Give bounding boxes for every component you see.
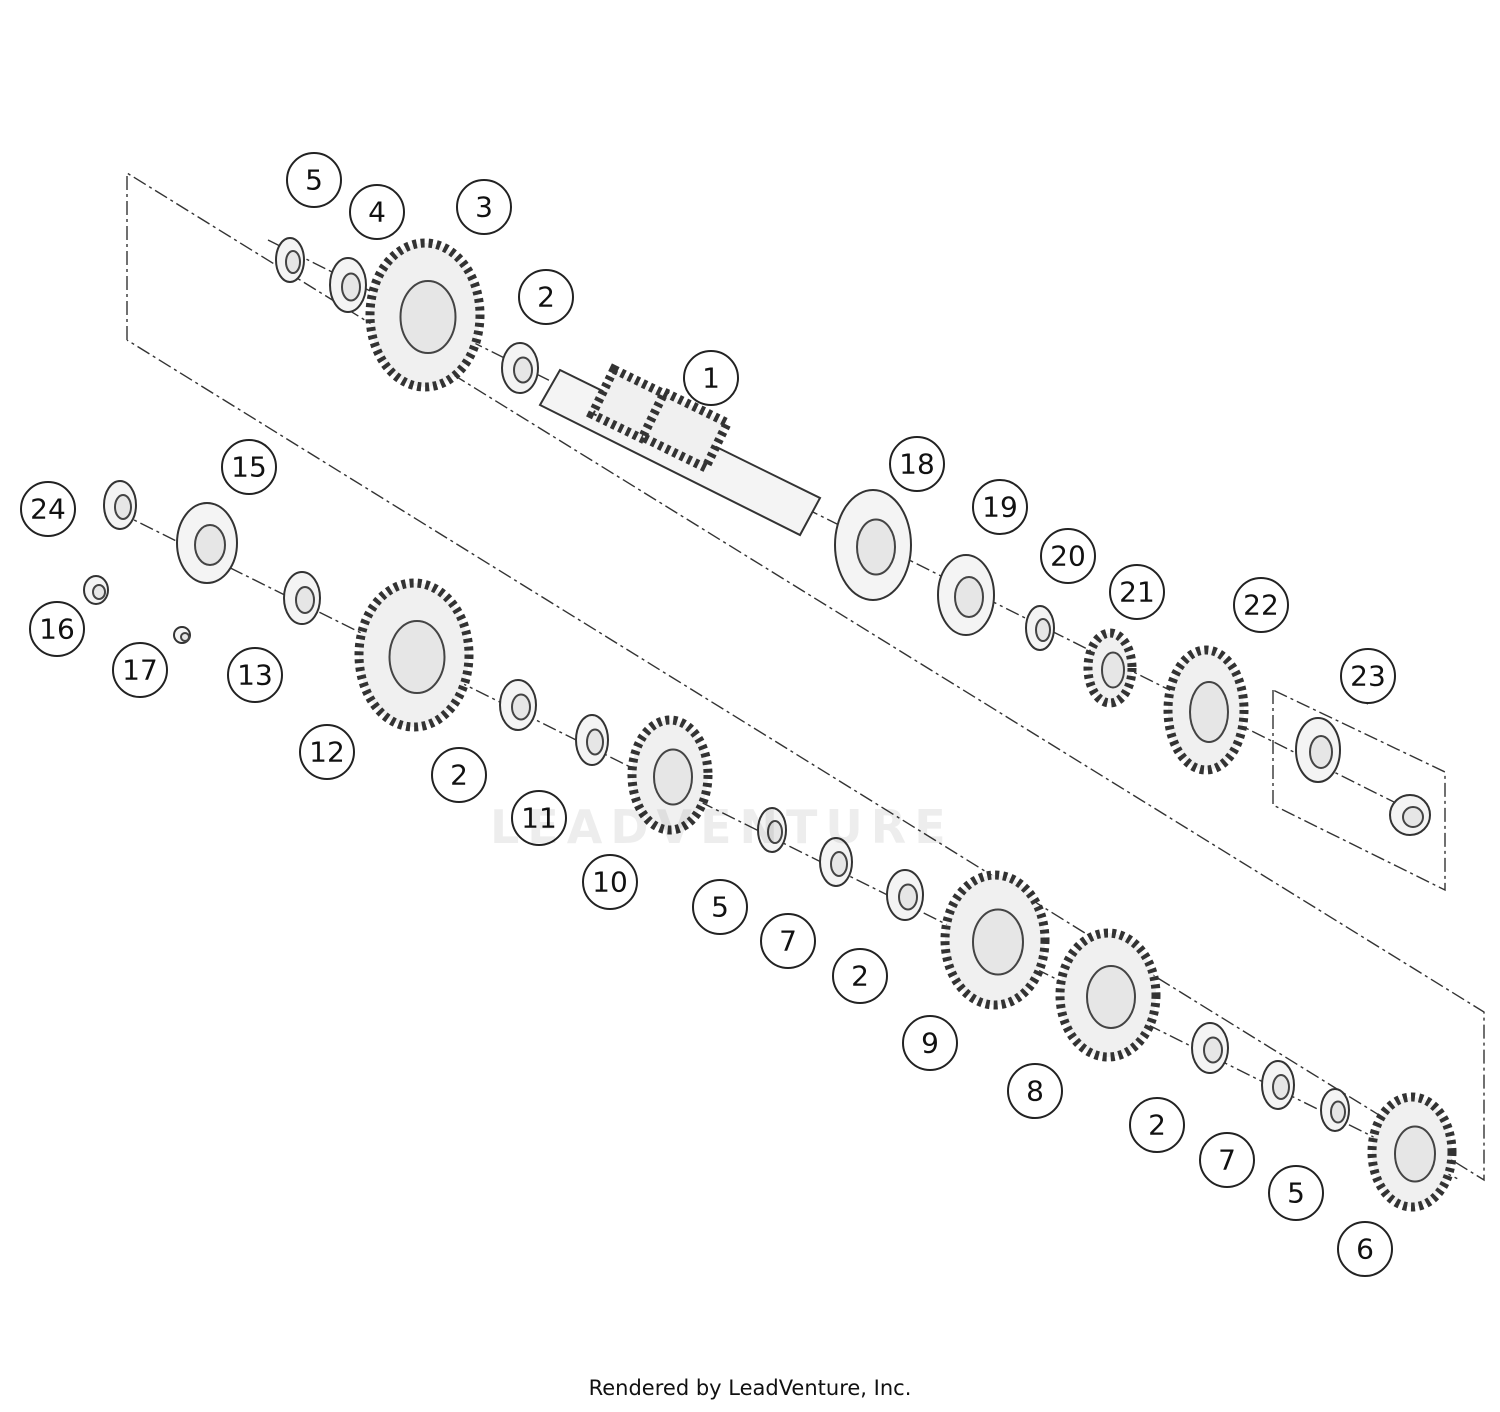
bearing-part bbox=[1295, 717, 1341, 783]
main-shaft bbox=[538, 363, 822, 537]
ring-part bbox=[283, 571, 321, 625]
callout-12[interactable]: 12 bbox=[299, 724, 355, 780]
callout-2[interactable]: 2 bbox=[1129, 1097, 1185, 1153]
callout-label: 23 bbox=[1350, 660, 1386, 693]
ring-part bbox=[499, 679, 537, 731]
callout-label: 2 bbox=[851, 960, 869, 993]
callout-label: 20 bbox=[1050, 540, 1086, 573]
callout-label: 9 bbox=[921, 1027, 939, 1060]
callout-label: 1 bbox=[702, 362, 720, 395]
ring-part bbox=[1320, 1088, 1350, 1132]
callout-label: 21 bbox=[1119, 576, 1155, 609]
callout-6[interactable]: 6 bbox=[1337, 1221, 1393, 1277]
ring-part bbox=[575, 714, 609, 766]
callout-label: 7 bbox=[779, 925, 797, 958]
callout-15[interactable]: 15 bbox=[221, 439, 277, 495]
callout-label: 6 bbox=[1356, 1233, 1374, 1266]
callout-label: 5 bbox=[1287, 1177, 1305, 1210]
seal-part bbox=[937, 554, 995, 636]
callout-2[interactable]: 2 bbox=[832, 948, 888, 1004]
callout-label: 10 bbox=[592, 866, 628, 899]
gear-part bbox=[1055, 928, 1161, 1062]
gear-part bbox=[1163, 645, 1249, 775]
callout-18[interactable]: 18 bbox=[889, 436, 945, 492]
callout-22[interactable]: 22 bbox=[1233, 577, 1289, 633]
bearing-part bbox=[173, 626, 191, 644]
callout-19[interactable]: 19 bbox=[972, 479, 1028, 535]
gear-part bbox=[354, 578, 474, 732]
callout-5[interactable]: 5 bbox=[286, 152, 342, 208]
callout-10[interactable]: 10 bbox=[582, 854, 638, 910]
callout-label: 15 bbox=[231, 451, 267, 484]
callout-21[interactable]: 21 bbox=[1109, 564, 1165, 620]
callout-5[interactable]: 5 bbox=[1268, 1165, 1324, 1221]
bearing-part bbox=[1389, 794, 1431, 836]
callout-20[interactable]: 20 bbox=[1040, 528, 1096, 584]
callout-label: 4 bbox=[368, 196, 386, 229]
callout-label: 13 bbox=[237, 659, 273, 692]
callout-label: 8 bbox=[1026, 1075, 1044, 1108]
callout-label: 19 bbox=[982, 491, 1018, 524]
gear-part bbox=[365, 238, 485, 392]
bearing-part bbox=[834, 489, 912, 601]
callout-2[interactable]: 2 bbox=[518, 269, 574, 325]
callout-label: 7 bbox=[1218, 1144, 1236, 1177]
callout-label: 2 bbox=[450, 759, 468, 792]
ring-part bbox=[757, 807, 787, 853]
callout-label: 24 bbox=[30, 493, 66, 526]
callout-13[interactable]: 13 bbox=[227, 647, 283, 703]
callout-8[interactable]: 8 bbox=[1007, 1063, 1063, 1119]
assembly-outline bbox=[126, 171, 1485, 1182]
callout-23[interactable]: 23 bbox=[1340, 648, 1396, 704]
ring-part bbox=[103, 480, 137, 530]
callout-11[interactable]: 11 bbox=[511, 790, 567, 846]
callout-label: 11 bbox=[521, 802, 557, 835]
ring-part bbox=[1191, 1022, 1229, 1074]
callout-label: 12 bbox=[309, 736, 345, 769]
gear-part bbox=[1367, 1092, 1457, 1212]
callout-label: 18 bbox=[899, 448, 935, 481]
callout-label: 2 bbox=[1148, 1109, 1166, 1142]
callout-5[interactable]: 5 bbox=[692, 879, 748, 935]
ring-part bbox=[886, 869, 924, 921]
bearing-part bbox=[83, 575, 109, 605]
callout-label: 22 bbox=[1243, 589, 1279, 622]
callout-3[interactable]: 3 bbox=[456, 179, 512, 235]
callout-1[interactable]: 1 bbox=[683, 350, 739, 406]
callout-9[interactable]: 9 bbox=[902, 1015, 958, 1071]
ring-part bbox=[1025, 605, 1055, 651]
callout-label: 5 bbox=[711, 891, 729, 924]
callout-label: 3 bbox=[475, 191, 493, 224]
footer-credit: Rendered by LeadVenture, Inc. bbox=[588, 1376, 912, 1400]
callout-label: 17 bbox=[122, 654, 158, 687]
bearing-part bbox=[176, 502, 238, 584]
callout-7[interactable]: 7 bbox=[1199, 1132, 1255, 1188]
shaft-axis-lines bbox=[117, 239, 1461, 1181]
ring-part bbox=[1261, 1060, 1295, 1110]
callout-label: 2 bbox=[537, 281, 555, 314]
callout-7[interactable]: 7 bbox=[760, 913, 816, 969]
callout-24[interactable]: 24 bbox=[20, 481, 76, 537]
ring-part bbox=[329, 257, 367, 313]
ring-part bbox=[501, 342, 539, 394]
gear-part bbox=[1083, 628, 1137, 708]
callout-label: 5 bbox=[305, 164, 323, 197]
callout-2[interactable]: 2 bbox=[431, 747, 487, 803]
gear-part bbox=[627, 715, 713, 835]
callout-17[interactable]: 17 bbox=[112, 642, 168, 698]
ring-part bbox=[819, 837, 853, 887]
watermark: LEADVENTURE bbox=[490, 800, 954, 854]
callout-label: 16 bbox=[39, 613, 75, 646]
callout-4[interactable]: 4 bbox=[349, 184, 405, 240]
ring-part bbox=[275, 237, 305, 283]
parts bbox=[83, 237, 1457, 1212]
gear-part bbox=[940, 870, 1050, 1010]
callout-16[interactable]: 16 bbox=[29, 601, 85, 657]
